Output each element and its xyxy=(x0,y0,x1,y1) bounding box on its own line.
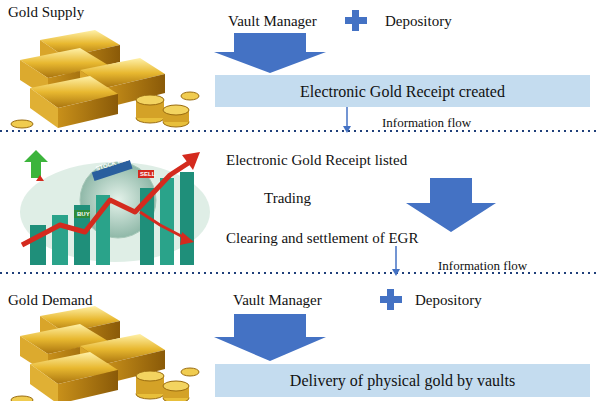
text-band: Delivery of physical gold by vaults xyxy=(215,364,590,397)
image-text: SELL xyxy=(140,171,155,178)
section-label: Information flow xyxy=(382,114,471,132)
section-label: Clearing and settlement of EGR xyxy=(226,229,418,247)
info-flow-arrowhead xyxy=(392,269,400,276)
image-text: BUY xyxy=(77,211,90,218)
text-band: Electronic Gold Receipt created xyxy=(215,75,590,107)
section-label: Trading xyxy=(264,189,311,207)
section-label: Vault Manager xyxy=(233,291,322,309)
section-label: Gold Demand xyxy=(8,291,93,309)
block-arrow xyxy=(214,314,326,361)
section-label: Electronic Gold Receipt listed xyxy=(226,151,407,169)
stock-exchange-image xyxy=(20,150,210,265)
section-label: Depository xyxy=(415,291,482,309)
section-label: Vault Manager xyxy=(228,12,317,30)
gold-bars-image xyxy=(11,30,199,128)
block-arrow xyxy=(406,178,496,232)
block-arrow xyxy=(214,33,326,73)
section-label: Gold Supply xyxy=(8,3,84,21)
band-text: Electronic Gold Receipt created xyxy=(300,82,505,101)
plus-symbol xyxy=(345,10,367,31)
section-label: Information flow xyxy=(438,257,527,275)
section-label: Depository xyxy=(385,12,452,30)
info-flow-arrowhead xyxy=(343,126,351,133)
gold-bars-image xyxy=(11,306,199,401)
info-flow-arrow xyxy=(346,107,348,127)
band-text: Delivery of physical gold by vaults xyxy=(290,371,515,390)
plus-symbol xyxy=(380,289,402,310)
section-divider xyxy=(0,130,600,132)
info-flow-arrow xyxy=(395,246,397,270)
